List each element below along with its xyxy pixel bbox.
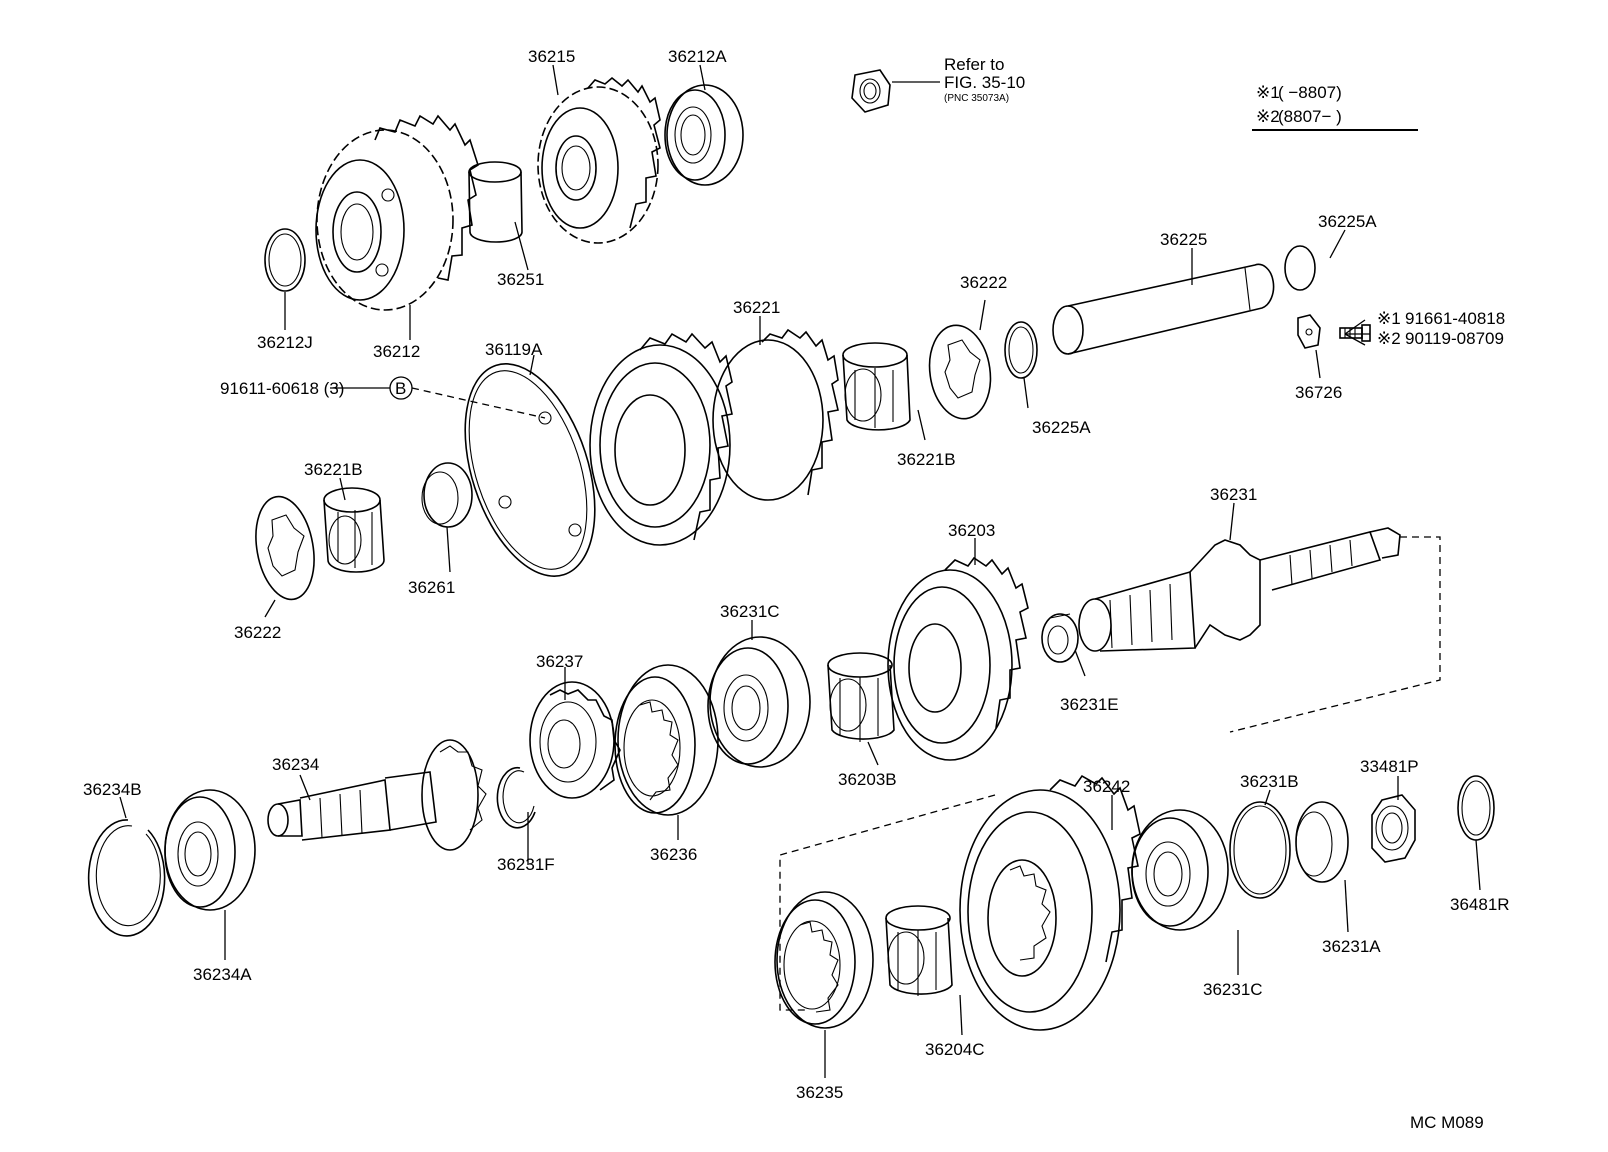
bolt-note[interactable]: 91611-60618 (3) B [220, 379, 406, 398]
label-36231b[interactable]: 36231B [1240, 772, 1299, 791]
label-36481r[interactable]: 36481R [1450, 895, 1510, 914]
thrust-washer-36222-top[interactable] [924, 321, 996, 422]
svg-text:91661-40818: 91661-40818 [1405, 309, 1505, 328]
label-36119a[interactable]: 36119A [485, 340, 543, 359]
label-36225a-mid[interactable]: 36225A [1032, 418, 1091, 437]
bearing-36231c-bottom[interactable] [1131, 809, 1229, 931]
svg-text:FIG. 35-10: FIG. 35-10 [944, 73, 1025, 92]
needle-bearing-36221b-left[interactable] [323, 487, 385, 573]
label-36231f[interactable]: 36231F [497, 855, 555, 874]
label-36234a[interactable]: 36234A [193, 965, 252, 984]
svg-text:Refer to: Refer to [944, 55, 1004, 74]
label-36203[interactable]: 36203 [948, 521, 995, 540]
label-36231c-bottom[interactable]: 36231C [1203, 980, 1263, 999]
nut-icon[interactable] [851, 69, 891, 113]
label-36212a[interactable]: 36212A [668, 47, 727, 66]
label-36225[interactable]: 36225 [1160, 230, 1207, 249]
label-36221b-left[interactable]: 36221B [304, 460, 363, 479]
sleeve-36251[interactable] [468, 161, 523, 243]
label-36231e[interactable]: 36231E [1060, 695, 1119, 714]
shaft-36225[interactable] [1052, 263, 1275, 355]
label-36231c-top[interactable]: 36231C [720, 602, 780, 621]
svg-text:※1: ※1 [1377, 309, 1401, 328]
svg-text:※1: ※1 [1256, 83, 1280, 102]
label-36234[interactable]: 36234 [272, 755, 319, 774]
label-33481p[interactable]: 33481P [1360, 757, 1419, 776]
shaft-36231[interactable] [1078, 527, 1401, 652]
label-36236[interactable]: 36236 [650, 845, 697, 864]
label-36204c[interactable]: 36204C [925, 1040, 985, 1059]
label-36215[interactable]: 36215 [528, 47, 575, 66]
svg-text:(PNC 35073A): (PNC 35073A) [944, 93, 1009, 104]
shaft-36234[interactable] [267, 739, 487, 851]
needle-bearing-36204c[interactable] [885, 905, 953, 996]
hub-36236[interactable] [614, 664, 719, 816]
o-ring-36225a-mid[interactable] [1004, 321, 1038, 379]
bearing-36231c-top[interactable] [707, 636, 811, 768]
label-36222-top[interactable]: 36222 [960, 273, 1007, 292]
svg-text:※2: ※2 [1256, 107, 1280, 126]
svg-text:91611-60618 (3): 91611-60618 (3) [220, 379, 344, 398]
bolt-marker-circle [389, 376, 413, 400]
leader-lines [119, 64, 1481, 1078]
variant-parts[interactable]: ※1 91661-40818 ※2 90119-08709 [1377, 309, 1505, 348]
snap-ring-36231f[interactable] [496, 766, 536, 829]
refer-note[interactable]: Refer to FIG. 35-10 (PNC 35073A) [944, 55, 1025, 104]
label-36251[interactable]: 36251 [497, 270, 544, 289]
lock-plate-36726[interactable] [1297, 314, 1321, 349]
label-36221b-right[interactable]: 36221B [897, 450, 956, 469]
label-36234b[interactable]: 36234B [83, 780, 142, 799]
label-36221[interactable]: 36221 [733, 298, 780, 317]
label-36225a-top[interactable]: 36225A [1318, 212, 1377, 231]
o-ring-36225a-top[interactable] [1284, 245, 1316, 291]
collar-36231a[interactable] [1295, 801, 1349, 883]
needle-bearing-36221b-right[interactable] [842, 342, 911, 431]
bearing-36212a[interactable] [664, 84, 744, 186]
part-labels: 36215 36212A 36251 36212J 36212 36225 36… [83, 47, 1510, 1102]
snap-ring-36234b[interactable] [87, 819, 166, 937]
assembly-lines [779, 536, 1441, 1011]
svg-text:B: B [395, 379, 406, 398]
label-36212j[interactable]: 36212J [257, 333, 313, 352]
gear-36242[interactable] [959, 774, 1141, 1031]
label-36203b[interactable]: 36203B [838, 770, 897, 789]
label-36261[interactable]: 36261 [408, 578, 455, 597]
snap-ring-36481r[interactable] [1457, 775, 1495, 841]
thrust-washer-36222-bottom[interactable] [248, 492, 321, 604]
label-36237[interactable]: 36237 [536, 652, 583, 671]
label-36726[interactable]: 36726 [1295, 383, 1342, 402]
label-36222-bottom[interactable]: 36222 [234, 623, 281, 642]
gear-36203[interactable] [887, 556, 1029, 761]
gear-36221[interactable] [589, 328, 839, 546]
label-36235[interactable]: 36235 [796, 1083, 843, 1102]
gear-36215[interactable] [537, 76, 661, 244]
bearing-36234a[interactable] [164, 789, 256, 911]
gear-36237[interactable] [529, 681, 621, 799]
label-36212[interactable]: 36212 [373, 342, 420, 361]
plate-36119a[interactable] [441, 347, 619, 592]
svg-text:(8807− ): (8807− ) [1278, 107, 1342, 126]
label-36231a[interactable]: 36231A [1322, 937, 1381, 956]
svg-text:90119-08709: 90119-08709 [1405, 329, 1504, 348]
label-36242[interactable]: 36242 [1083, 777, 1130, 796]
nut-33481p[interactable] [1371, 794, 1416, 863]
legend: ※1 ( −8807) ※2 (8807− ) [1256, 83, 1342, 126]
needle-bearing-36231e[interactable] [1041, 613, 1079, 663]
gear-36212[interactable] [315, 114, 479, 311]
svg-text:( −8807): ( −8807) [1278, 83, 1342, 102]
svg-text:※2: ※2 [1377, 329, 1401, 348]
label-36231[interactable]: 36231 [1210, 485, 1257, 504]
snap-ring-36212j[interactable] [264, 228, 306, 292]
needle-bearing-36203b[interactable] [827, 652, 895, 742]
sleeve-36235[interactable] [774, 891, 874, 1029]
ring-36231b[interactable] [1229, 801, 1291, 899]
spacer-36261[interactable] [421, 462, 473, 528]
figure-code: MC M089 [1410, 1113, 1484, 1132]
